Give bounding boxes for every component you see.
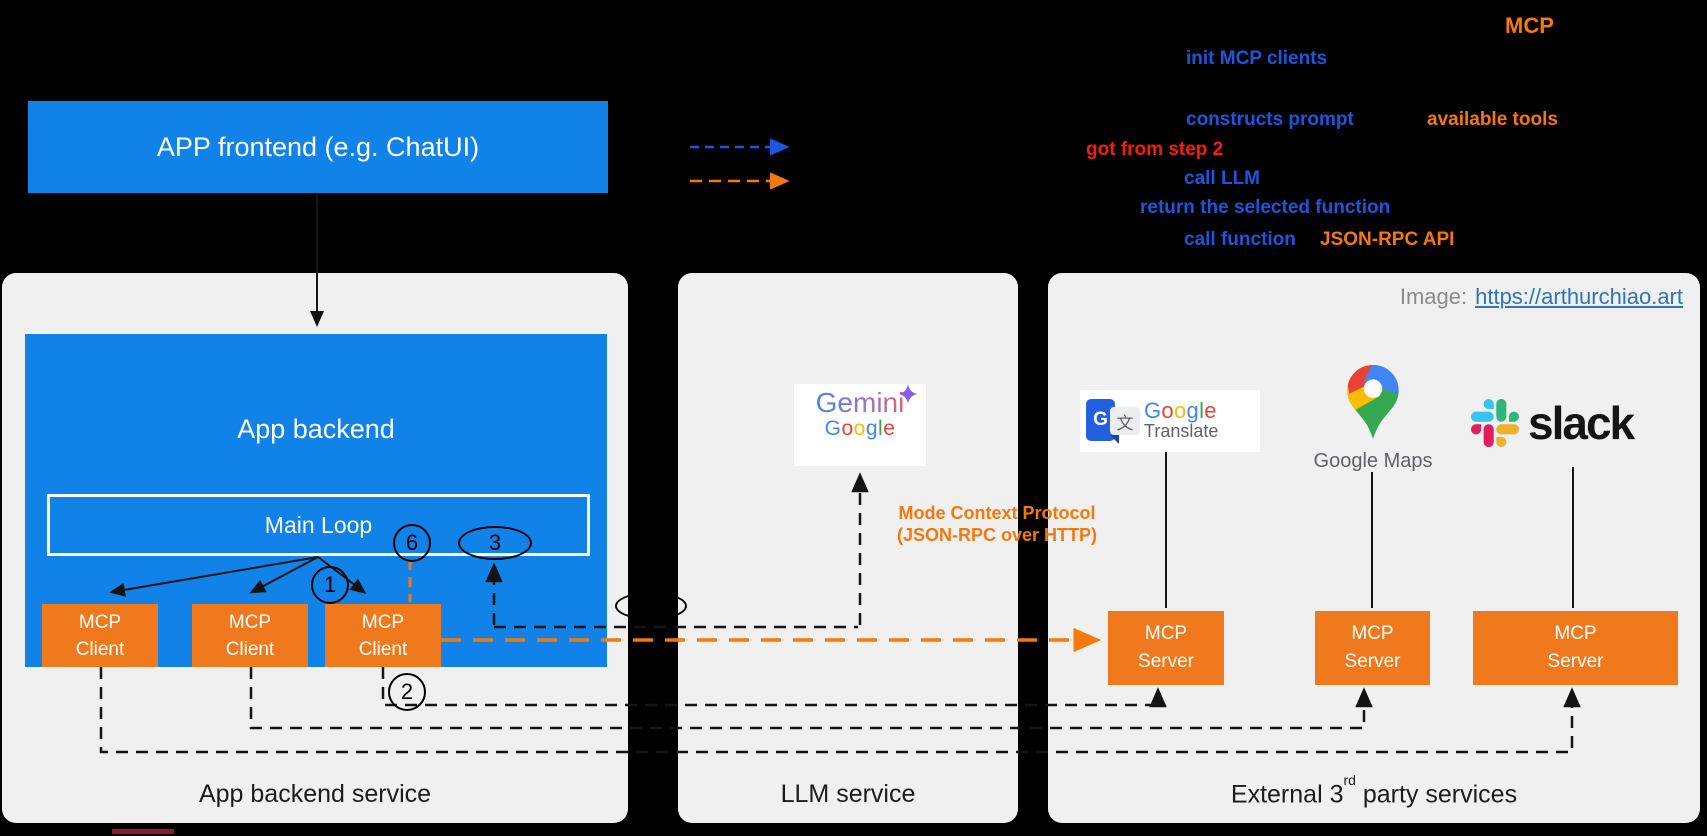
g-letter: G (824, 417, 842, 440)
google-translate-logo: G 文 Google Translate (1080, 390, 1260, 452)
app-backend-title: App backend (237, 414, 395, 444)
mcp-client-box-2: MCP Client (192, 604, 308, 667)
g-letter: o (853, 417, 866, 440)
image-credit-link[interactable]: https://arthurchiao.art (1475, 284, 1683, 309)
panel-label-app-backend: App backend service (198, 780, 432, 808)
mcp-client-2-line2: Client (225, 638, 275, 660)
protocol-line1: Mode Context Protocol (898, 503, 1096, 523)
red-artifact (112, 829, 174, 834)
mcp-client-3-line1: MCP (361, 611, 405, 633)
g-letter: g (1186, 398, 1200, 423)
g-letter: o (1173, 398, 1187, 423)
annotation-call-llm: call LLM (1184, 168, 1261, 189)
slack-logo: slack (1471, 397, 1635, 449)
slack-pinwheel-icon (1471, 399, 1519, 447)
g-letter: l (1199, 398, 1205, 423)
translate-fold (1110, 435, 1119, 444)
translate-icon: G 文 (1086, 395, 1144, 447)
google-maps-label: Google Maps (1313, 450, 1433, 472)
gemini-sparkle-icon (898, 384, 918, 404)
g-letter: e (883, 417, 896, 440)
blank-ellipse (615, 592, 687, 620)
annotation-return-selected-function: return the selected function (1140, 197, 1391, 218)
translate-google-wordmark: Google (1144, 398, 1218, 423)
mcp-server-box-1: MCP Server (1108, 611, 1224, 685)
annotation-init-mcp-clients: init MCP clients (1186, 48, 1328, 69)
mcp-server-3-line2: Server (1547, 651, 1604, 672)
g-letter: l (878, 417, 884, 440)
external-label-sup: rd (1343, 771, 1356, 788)
annotation-mcp-heading: MCP (1505, 13, 1554, 38)
app-frontend-label: APP frontend (e.g. ChatUI) (156, 131, 480, 162)
google-maps-pin-icon (1347, 365, 1399, 439)
main-loop-label: Main Loop (264, 511, 373, 538)
annotation-available-tools: available tools (1427, 109, 1558, 130)
g-letter: o (1161, 398, 1174, 423)
g-letter: G (1144, 398, 1162, 423)
g-letter: g (865, 417, 879, 440)
mcp-client-1-line2: Client (75, 638, 125, 660)
panel-external-services: External 3rd party services (1048, 273, 1700, 823)
mcp-client-box-1: MCP Client (42, 604, 158, 667)
step-circle-1: 1 (311, 566, 349, 604)
annotation-call-function: call function (1184, 229, 1296, 250)
panel-label-external: External 3rd party services (1048, 772, 1700, 809)
annotation-got-from-step2: got from step 2 (1086, 139, 1224, 160)
step-ellipse-3: 3 (458, 526, 532, 560)
external-label-pre: External 3 (1230, 780, 1344, 808)
annotation-constructs-prompt: constructs prompt (1186, 109, 1354, 130)
mcp-client-2-line1: MCP (228, 611, 272, 633)
mcp-client-1-line1: MCP (78, 611, 122, 633)
mcp-server-box-3: MCP Server (1473, 611, 1678, 685)
g-letter: e (1204, 398, 1217, 423)
mcp-client-3-line2: Client (358, 638, 408, 660)
mcp-server-3-line1: MCP (1554, 623, 1597, 644)
step-circle-2: 2 (388, 673, 426, 711)
mcp-server-1-line1: MCP (1144, 623, 1188, 644)
panel-label-llm: LLM service (780, 780, 916, 808)
mcp-server-box-2: MCP Server (1315, 611, 1430, 685)
main-loop-box: Main Loop (47, 494, 590, 556)
image-credit: Image: https://arthurchiao.art (1400, 284, 1683, 310)
step-circle-6: 6 (393, 524, 431, 562)
protocol-annotation: Mode Context Protocol (JSON-RPC over HTT… (877, 502, 1117, 546)
translate-zh-tile: 文 (1110, 407, 1140, 435)
protocol-line2: (JSON-RPC over HTTP) (896, 525, 1098, 545)
gemini-wordmark: Gemini (815, 387, 905, 418)
image-credit-prefix: Image: (1399, 284, 1468, 309)
annotation-json-rpc-api: JSON-RPC API (1320, 229, 1455, 250)
mcp-server-1-line2: Server (1138, 651, 1194, 672)
translate-label: Translate (1144, 421, 1219, 441)
app-frontend-box: APP frontend (e.g. ChatUI) (28, 101, 608, 193)
mcp-server-2-line2: Server (1344, 651, 1401, 672)
google-maps-logo: Google Maps (1308, 365, 1438, 473)
gemini-logo: Gemini Google (794, 384, 926, 466)
google-wordmark: Google (794, 418, 926, 440)
mcp-client-box-3: MCP Client (325, 604, 441, 667)
g-letter: o (841, 417, 854, 440)
slack-wordmark: slack (1528, 397, 1635, 449)
panel-llm-service: LLM service (678, 273, 1018, 823)
external-label-post: party services (1355, 780, 1518, 808)
mcp-server-2-line1: MCP (1351, 623, 1394, 644)
